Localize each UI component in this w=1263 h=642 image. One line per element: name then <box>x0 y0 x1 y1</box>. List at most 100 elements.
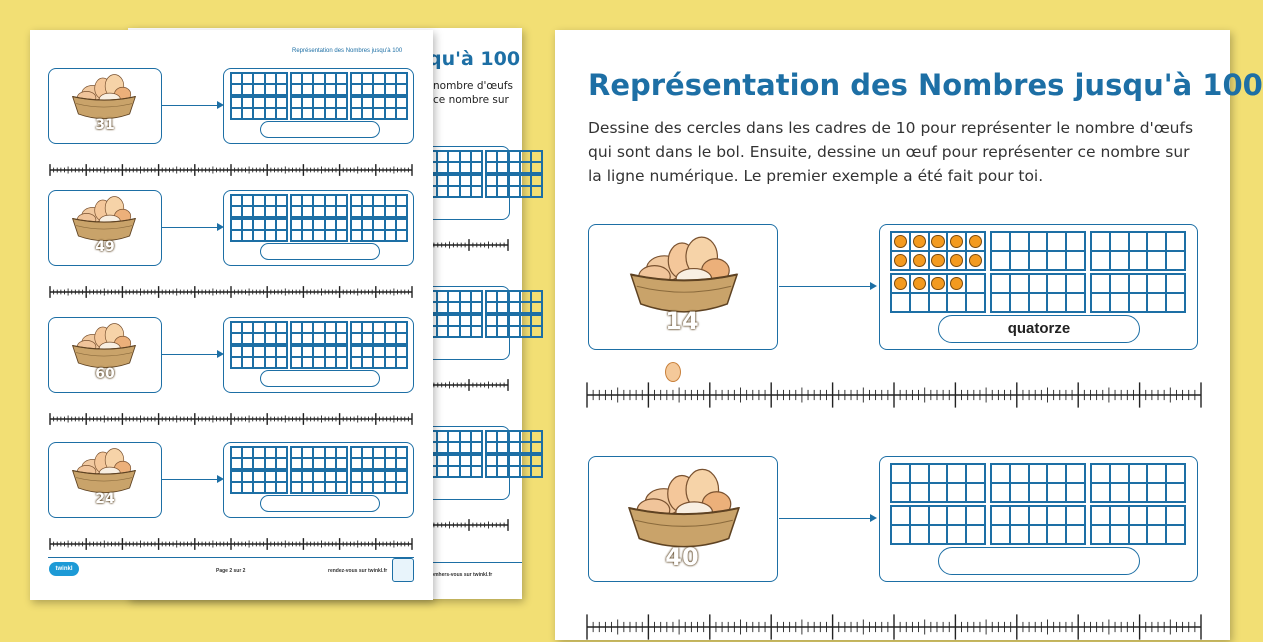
ten-frame-cell[interactable] <box>497 315 509 326</box>
ten-frame-cell[interactable] <box>966 483 985 502</box>
ten-frame-cell[interactable] <box>373 230 385 241</box>
ten-frame-cell[interactable] <box>1109 506 1129 525</box>
ten-frame-cell[interactable] <box>313 482 325 493</box>
ten-frame-cell[interactable] <box>384 206 396 217</box>
ten-frame-cell[interactable] <box>291 471 303 482</box>
ten-frame-cell[interactable] <box>530 315 542 326</box>
ten-frame-cell[interactable] <box>302 219 314 230</box>
ten-frame-grid[interactable] <box>990 273 1086 313</box>
ten-frame-cell[interactable] <box>508 291 520 302</box>
ten-frame-cell[interactable] <box>264 458 276 469</box>
ten-frame-cell[interactable] <box>497 431 509 442</box>
ten-frame-cell[interactable] <box>335 230 347 241</box>
ten-frame-grid[interactable] <box>230 218 288 242</box>
number-word-answer[interactable] <box>938 547 1140 575</box>
ten-frame-grid[interactable] <box>230 345 288 369</box>
ten-frame-cell[interactable] <box>335 471 347 482</box>
ten-frame-cell[interactable] <box>324 230 336 241</box>
ten-frame-cell[interactable] <box>324 458 336 469</box>
ten-frame-cell[interactable] <box>351 97 363 108</box>
ten-frame-cell[interactable] <box>313 108 325 119</box>
ten-frame-cell[interactable] <box>384 97 396 108</box>
ten-frame-cell[interactable] <box>909 506 929 525</box>
ten-frame-cell[interactable] <box>395 346 407 357</box>
ten-frame-cell[interactable] <box>231 195 243 206</box>
ten-frame-cell[interactable] <box>242 97 254 108</box>
ten-frame-cell[interactable] <box>470 151 482 162</box>
ten-frame-cell[interactable] <box>302 195 314 206</box>
ten-frame-cell[interactable] <box>291 108 303 119</box>
ten-frame-cell[interactable] <box>291 346 303 357</box>
ten-frame-grid[interactable] <box>990 231 1086 271</box>
ten-frame-cell[interactable] <box>486 466 498 477</box>
ten-frame-cell[interactable] <box>264 108 276 119</box>
ten-frame-cell[interactable] <box>242 357 254 368</box>
ten-frame-cell[interactable] <box>437 151 449 162</box>
ten-frame-grid[interactable] <box>350 194 408 218</box>
ten-frame-grid[interactable] <box>290 321 348 345</box>
ten-frame-cell[interactable] <box>362 206 374 217</box>
ten-frame-cell[interactable] <box>384 219 396 230</box>
ten-frame-cell[interactable] <box>1066 483 1085 502</box>
ten-frame-cell[interactable] <box>324 219 336 230</box>
ten-frame-cell[interactable] <box>448 302 460 313</box>
ten-frame-cell[interactable] <box>1166 232 1185 251</box>
ten-frame-grid[interactable] <box>230 194 288 218</box>
ten-frame-cell[interactable] <box>1109 464 1129 483</box>
ten-frame-cell[interactable] <box>275 346 287 357</box>
ten-frame-cell[interactable] <box>459 442 471 453</box>
ten-frame-cell[interactable] <box>947 274 967 293</box>
ten-frame-cell[interactable] <box>1009 232 1029 251</box>
ten-frame-grid[interactable] <box>485 174 543 198</box>
ten-frame-cell[interactable] <box>253 195 265 206</box>
ten-frame-cell[interactable] <box>1047 274 1067 293</box>
ten-frame-cell[interactable] <box>231 482 243 493</box>
ten-frame-cell[interactable] <box>891 232 910 251</box>
ten-frame-grid[interactable] <box>990 463 1086 503</box>
ten-frame-cell[interactable] <box>1109 251 1129 270</box>
ten-frame-cell[interactable] <box>470 431 482 442</box>
ten-frame-grid[interactable] <box>425 150 483 174</box>
ten-frame-cell[interactable] <box>1066 232 1085 251</box>
ten-frame-cell[interactable] <box>1147 274 1167 293</box>
ten-frame-cell[interactable] <box>891 293 910 312</box>
ten-frame-cell[interactable] <box>1166 274 1185 293</box>
number-word-answer[interactable] <box>260 495 380 512</box>
ten-frame-cell[interactable] <box>291 195 303 206</box>
ten-frame-cell[interactable] <box>508 162 520 173</box>
ten-frame-cell[interactable] <box>486 162 498 173</box>
ten-frame-cell[interactable] <box>448 175 460 186</box>
ten-frame-cell[interactable] <box>302 458 314 469</box>
ten-frame-cell[interactable] <box>909 274 929 293</box>
ten-frame-grid[interactable] <box>1090 231 1186 271</box>
ten-frame-cell[interactable] <box>231 108 243 119</box>
ten-frame-cell[interactable] <box>351 219 363 230</box>
ten-frame-cell[interactable] <box>437 302 449 313</box>
ten-frame-cell[interactable] <box>275 357 287 368</box>
ten-frame-cell[interactable] <box>362 482 374 493</box>
ten-frame-cell[interactable] <box>395 471 407 482</box>
ten-frame-grid[interactable] <box>230 321 288 345</box>
ten-frame-cell[interactable] <box>395 482 407 493</box>
ten-frame-cell[interactable] <box>1091 506 1110 525</box>
ten-frame-cell[interactable] <box>928 293 948 312</box>
ten-frame-cell[interactable] <box>508 186 520 197</box>
ten-frame-grid[interactable] <box>890 273 986 313</box>
ten-frame-cell[interactable] <box>508 151 520 162</box>
ten-frame-cell[interactable] <box>1166 483 1185 502</box>
ten-frame-cell[interactable] <box>291 97 303 108</box>
ten-frame-cell[interactable] <box>351 346 363 357</box>
ten-frame-cell[interactable] <box>384 458 396 469</box>
ten-frame-cell[interactable] <box>264 230 276 241</box>
ten-frame-cell[interactable] <box>991 464 1010 483</box>
ten-frame-cell[interactable] <box>437 442 449 453</box>
ten-frame-cell[interactable] <box>395 108 407 119</box>
ten-frame-cell[interactable] <box>448 315 460 326</box>
ten-frame-cell[interactable] <box>437 431 449 442</box>
ten-frame-cell[interactable] <box>324 482 336 493</box>
ten-frame-cell[interactable] <box>1128 506 1148 525</box>
ten-frame-grid[interactable] <box>230 470 288 494</box>
ten-frame-cell[interactable] <box>530 186 542 197</box>
ten-frame-cell[interactable] <box>275 322 287 333</box>
ten-frame-cell[interactable] <box>335 346 347 357</box>
